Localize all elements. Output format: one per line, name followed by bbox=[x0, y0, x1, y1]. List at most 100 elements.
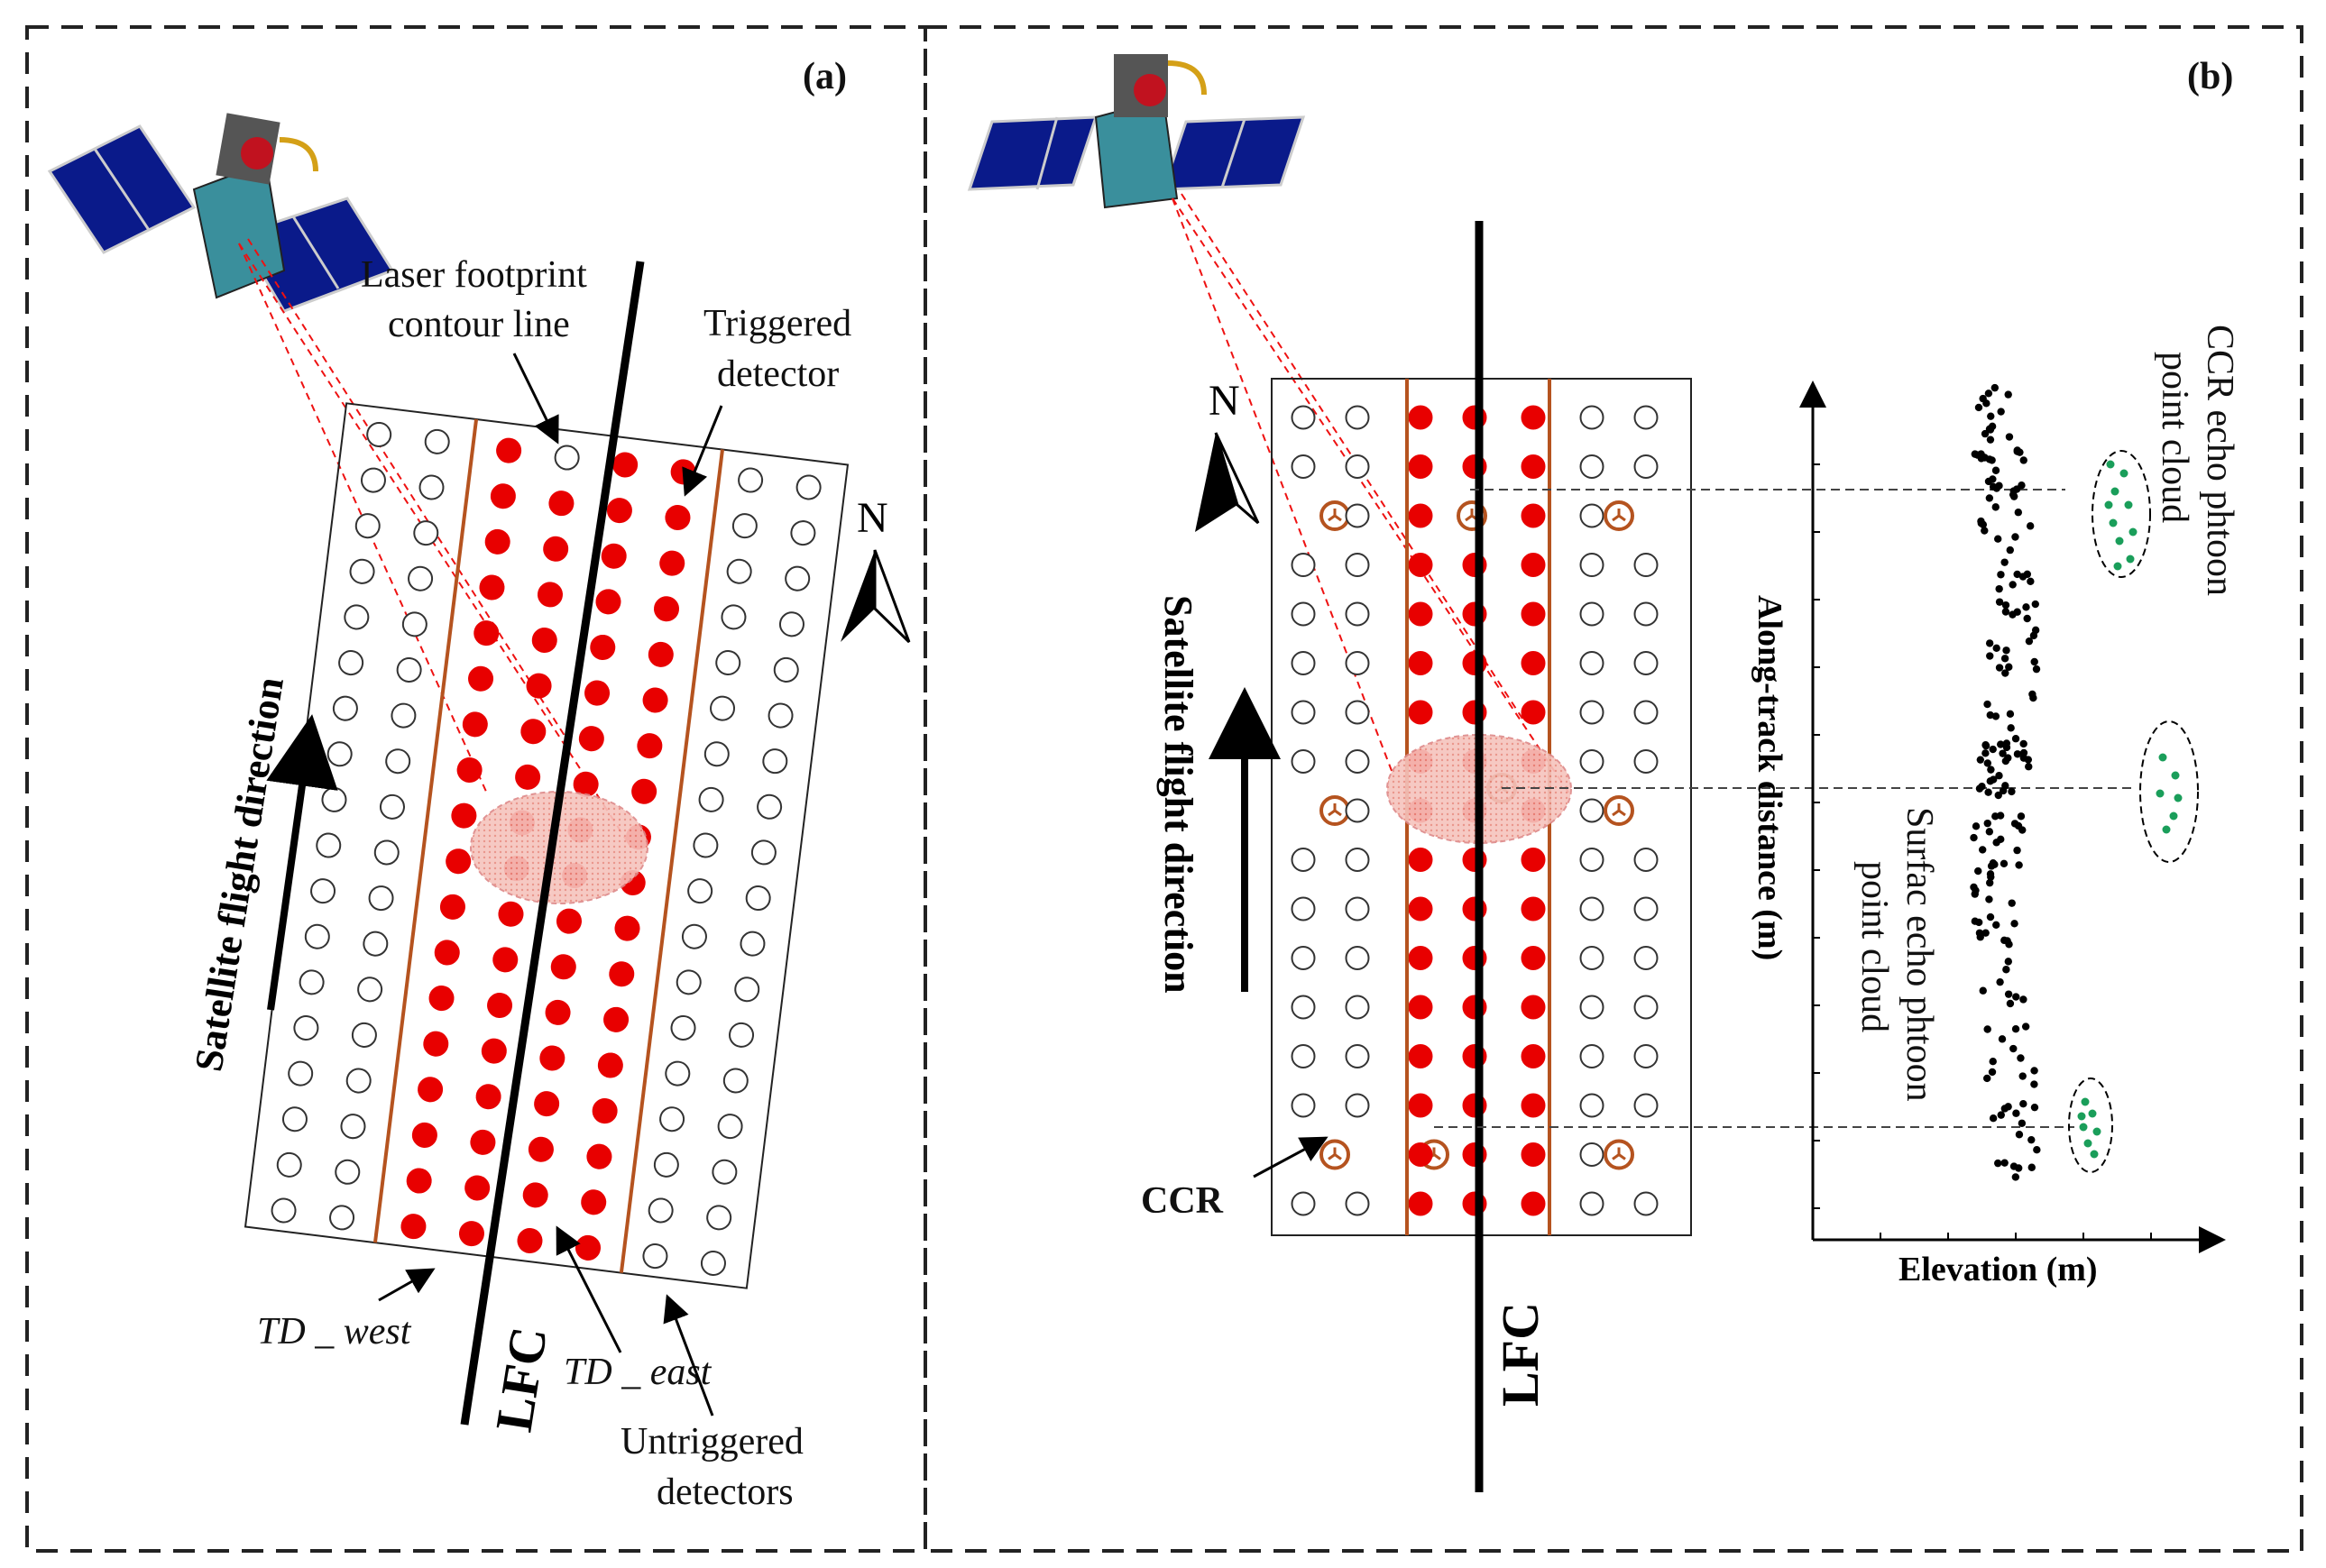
untriggered-detector bbox=[1579, 503, 1604, 528]
lfc-label-b: LFC bbox=[1491, 1302, 1549, 1407]
ccr-echo-point bbox=[2113, 562, 2122, 571]
surface-echo-point bbox=[1981, 741, 1990, 750]
triggered-detector bbox=[1521, 848, 1546, 872]
surface-echo-point bbox=[2004, 390, 2012, 399]
surface-echo-point bbox=[1996, 812, 2005, 820]
untriggered-detector bbox=[408, 565, 434, 591]
surface-echo-point bbox=[1974, 403, 1983, 412]
surface-echo-point bbox=[1997, 835, 2005, 843]
surface-echo-point bbox=[1990, 383, 2000, 392]
untriggered-detector bbox=[1633, 1044, 1659, 1068]
surface-echo-point bbox=[2001, 669, 2009, 677]
untriggered-detector bbox=[1345, 1044, 1370, 1068]
ccr-echo-point bbox=[2128, 527, 2138, 536]
untriggered-detector bbox=[1579, 405, 1604, 430]
triggered-detector bbox=[492, 947, 519, 973]
surface-echo-point bbox=[2001, 756, 2010, 766]
surface-echo-point bbox=[1994, 535, 2002, 543]
untriggered-detector bbox=[1633, 700, 1659, 725]
triggered-detector bbox=[1521, 454, 1546, 479]
surface-echo-point bbox=[2005, 663, 2013, 671]
untriggered-detector bbox=[1291, 946, 1316, 970]
lfc-label-a: LFC bbox=[484, 1323, 558, 1435]
triggered-detector bbox=[1521, 1142, 1546, 1167]
triggered-detector bbox=[484, 528, 510, 555]
ccr-echo-point bbox=[2124, 500, 2133, 509]
untriggered-detector bbox=[357, 977, 383, 1003]
surface-echo-point bbox=[2012, 1109, 2020, 1117]
untriggered-detector bbox=[1633, 1093, 1659, 1118]
untriggered-detector bbox=[1633, 946, 1659, 970]
flight-direction-label-a: Satellite flight direction bbox=[186, 674, 291, 1075]
satellite-icon bbox=[47, 113, 395, 313]
triggered-detector bbox=[490, 483, 516, 509]
surface-echo-point bbox=[1986, 436, 1995, 444]
untriggered-detector bbox=[332, 695, 358, 721]
surface-echo-point bbox=[2008, 787, 2016, 796]
triggered-detector bbox=[1408, 995, 1433, 1020]
surface-echo-point bbox=[2001, 608, 2010, 616]
surface-echo-point bbox=[2004, 990, 2013, 998]
surface-echo-point bbox=[2006, 999, 2015, 1008]
untriggered-detector bbox=[1579, 995, 1604, 1020]
untriggered-detector bbox=[1345, 553, 1370, 577]
untriggered-detector bbox=[712, 1159, 738, 1185]
surface-echo-point bbox=[2013, 608, 2021, 616]
triggered-detector bbox=[575, 1234, 601, 1261]
surface-echo-point bbox=[2021, 1022, 2030, 1031]
surface-echo-point bbox=[2000, 1159, 2009, 1167]
surface-echo-point bbox=[1977, 519, 1986, 527]
surface-echo-point bbox=[2027, 1163, 2036, 1171]
untriggered-detector bbox=[790, 520, 816, 546]
untriggered-detector bbox=[363, 931, 389, 957]
surface-echo-point bbox=[1978, 782, 1986, 791]
untriggered-detector bbox=[413, 520, 439, 546]
untriggered-detector bbox=[681, 923, 707, 949]
untriggered-detector bbox=[345, 1068, 372, 1094]
triggered-detector bbox=[1408, 946, 1433, 970]
triggered-detector bbox=[462, 711, 488, 738]
triggered-detector bbox=[1408, 1191, 1433, 1216]
triggered-detector bbox=[475, 1084, 501, 1110]
ccr-echo-point bbox=[2092, 1127, 2101, 1136]
ccr-reflector-icon bbox=[1319, 795, 1350, 826]
surface-echo-point bbox=[2001, 601, 2010, 610]
untriggered-detector bbox=[700, 1250, 726, 1276]
untriggered-detector bbox=[310, 878, 336, 904]
surface-echo-point bbox=[1992, 921, 2000, 930]
untriggered-detector bbox=[729, 1022, 755, 1048]
untriggered-detector bbox=[1579, 1044, 1604, 1068]
surface-echo-point bbox=[2005, 433, 2014, 441]
untriggered-detector bbox=[1345, 848, 1370, 872]
surface-echo-point bbox=[1984, 390, 1993, 398]
ccr-cloud-ellipse bbox=[2068, 1077, 2113, 1173]
surface-echo-point bbox=[2015, 1131, 2024, 1139]
surface-echo-point bbox=[2019, 1099, 2027, 1108]
untriggered-detector bbox=[321, 786, 347, 812]
triggered-detector bbox=[526, 673, 552, 699]
surface-echo-point bbox=[2009, 491, 2018, 499]
triggered-detector bbox=[581, 1189, 607, 1215]
untriggered-detector bbox=[726, 558, 752, 584]
untriggered-detector bbox=[1579, 1142, 1604, 1167]
surface-echo-point bbox=[1970, 883, 1978, 892]
triggered-detector bbox=[1521, 1093, 1546, 1118]
untriggered-detector bbox=[693, 832, 719, 858]
triggered-detector bbox=[1521, 946, 1546, 970]
triggered-detector bbox=[665, 505, 691, 531]
triggered-detector bbox=[1408, 553, 1433, 577]
untriggered-detector bbox=[299, 969, 325, 995]
surface-echo-point bbox=[1985, 639, 1994, 647]
untriggered-detector bbox=[1633, 896, 1659, 922]
triggered-detector bbox=[1408, 503, 1433, 528]
triggered-detector bbox=[400, 1214, 427, 1240]
triggered-detector bbox=[1521, 1191, 1546, 1216]
surface-cloud-label-2: point cloud bbox=[1853, 861, 1895, 1032]
untriggered-detector bbox=[1579, 1191, 1604, 1216]
untriggered-detector bbox=[1345, 454, 1370, 479]
surface-echo-point bbox=[1988, 1068, 1997, 1077]
lfc-line-a bbox=[460, 261, 645, 1426]
untriggered-detector bbox=[281, 1106, 308, 1132]
ccr-echo-point bbox=[2169, 812, 2178, 821]
triggered-detector bbox=[612, 452, 639, 478]
